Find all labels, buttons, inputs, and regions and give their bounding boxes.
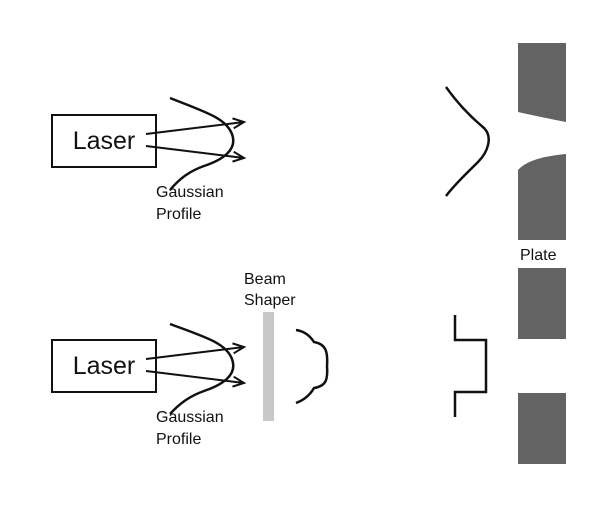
top-laser-box xyxy=(51,114,157,168)
top-beam-arrow-lower xyxy=(145,145,244,158)
plate-bottom-lower-segment xyxy=(518,393,566,464)
plate-label: Plate xyxy=(520,247,557,264)
bottom-gaussian-curve xyxy=(169,322,235,415)
bottom-setup: Laser Gaussian Profile Beam Shaper xyxy=(51,271,488,448)
top-setup: Laser Gaussian Profile xyxy=(51,86,490,223)
flattop-profile-curve xyxy=(295,328,329,405)
plate-bottom-upper-segment xyxy=(518,268,566,339)
bottom-laser-label: Laser xyxy=(73,352,136,380)
top-gaussian-curve xyxy=(169,96,235,191)
top-beam-arrow-upper xyxy=(145,122,244,135)
top-laser-label: Laser xyxy=(73,127,136,155)
beam-shaper-label-line1: Beam xyxy=(244,271,286,288)
beam-shaper-label-line2: Shaper xyxy=(244,292,296,309)
bottom-profile-label-line2: Profile xyxy=(156,431,201,448)
top-profile-label-line1: Gaussian xyxy=(156,184,224,201)
tophat-output-profile xyxy=(453,315,488,417)
top-output-gaussian-curve xyxy=(444,86,490,197)
bottom-profile-label-line1: Gaussian xyxy=(156,409,224,426)
plate-top-upper-segment xyxy=(518,43,566,122)
top-profile-label-line2: Profile xyxy=(156,206,201,223)
plate-top-lower-segment xyxy=(518,154,566,240)
bottom-beam-arrow-upper xyxy=(145,347,244,360)
beam-shaper xyxy=(263,312,274,421)
plate: Plate xyxy=(518,43,566,464)
bottom-laser-box xyxy=(51,339,157,393)
bottom-beam-arrow-lower xyxy=(145,370,244,383)
